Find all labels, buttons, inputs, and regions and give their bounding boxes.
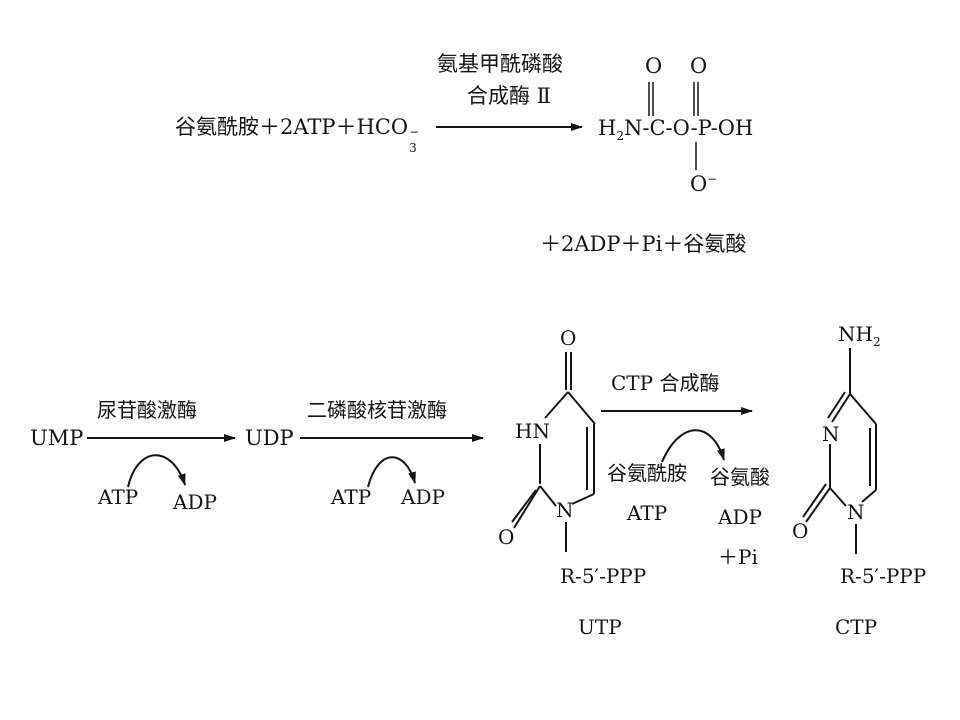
cofactor3-glutamate: 谷氨酸 (710, 465, 770, 489)
enzyme-uridylate-kinase: 尿苷酸激酶 (97, 398, 197, 422)
cofactor3-curve (661, 429, 725, 463)
utp-c2-oxygen: O (498, 525, 515, 549)
phosphoryl-oxygen-right: O (690, 54, 708, 78)
ctp-n1: N (847, 500, 865, 524)
utp-ribose-triphosphate: R-5′-PPP (560, 564, 647, 588)
udp-label: UDP (245, 426, 294, 450)
enzyme-ctp-synthetase: CTP 合成酶 (611, 371, 720, 395)
carbonyl-oxygen-left: O (645, 54, 663, 78)
ctp-amino-group: NH2 (838, 322, 881, 349)
enzyme-carbamoyl-phosphate-synthetase-line1: 氨基甲酰磷酸 (437, 52, 563, 76)
ctp-c2-oxygen: O (792, 519, 809, 543)
cofactor3-glutamine: 谷氨酰胺 (607, 461, 687, 485)
utp-n1: N (556, 498, 574, 522)
ump-label: UMP (30, 426, 84, 450)
utp-pyrimidine-ring (511, 352, 596, 552)
utp-label: UTP (578, 615, 622, 639)
cofactor1-atp: ATP (98, 485, 139, 509)
cofactor1-curve (127, 454, 186, 488)
ctp-label: CTP (835, 615, 878, 639)
reaction1-reactants: 谷氨酰胺＋2ATP＋HCO−3 (175, 115, 420, 155)
cofactor2-atp: ATP (331, 485, 372, 509)
utp-hn: HN (515, 419, 550, 443)
cofactor3-pi: ＋Pi (718, 545, 758, 569)
reaction1-byproducts: ＋2ADP＋Pi＋谷氨酸 (540, 232, 747, 256)
ctp-ribose-triphosphate: R-5′-PPP (840, 564, 927, 588)
carbamoyl-phosphate-formula: H2N-C-O-P-OH (598, 116, 754, 144)
cofactor1-adp: ADP (173, 490, 217, 514)
ctp-pyrimidine-ring (802, 348, 877, 554)
utp-c4-oxygen: O (560, 326, 577, 350)
cofactor3-adp: ADP (718, 505, 762, 529)
phosphate-o-minus: O− (690, 172, 718, 196)
cofactor2-adp: ADP (401, 485, 445, 509)
cofactor2-curve (367, 456, 416, 488)
ctp-n3: N (822, 422, 840, 446)
cofactor3-atp: ATP (627, 501, 668, 525)
enzyme-carbamoyl-phosphate-synthetase-line2: 合成酶 Ⅱ (467, 84, 551, 108)
enzyme-nucleoside-diphosphate-kinase: 二磷酸核苷激酶 (307, 398, 447, 422)
